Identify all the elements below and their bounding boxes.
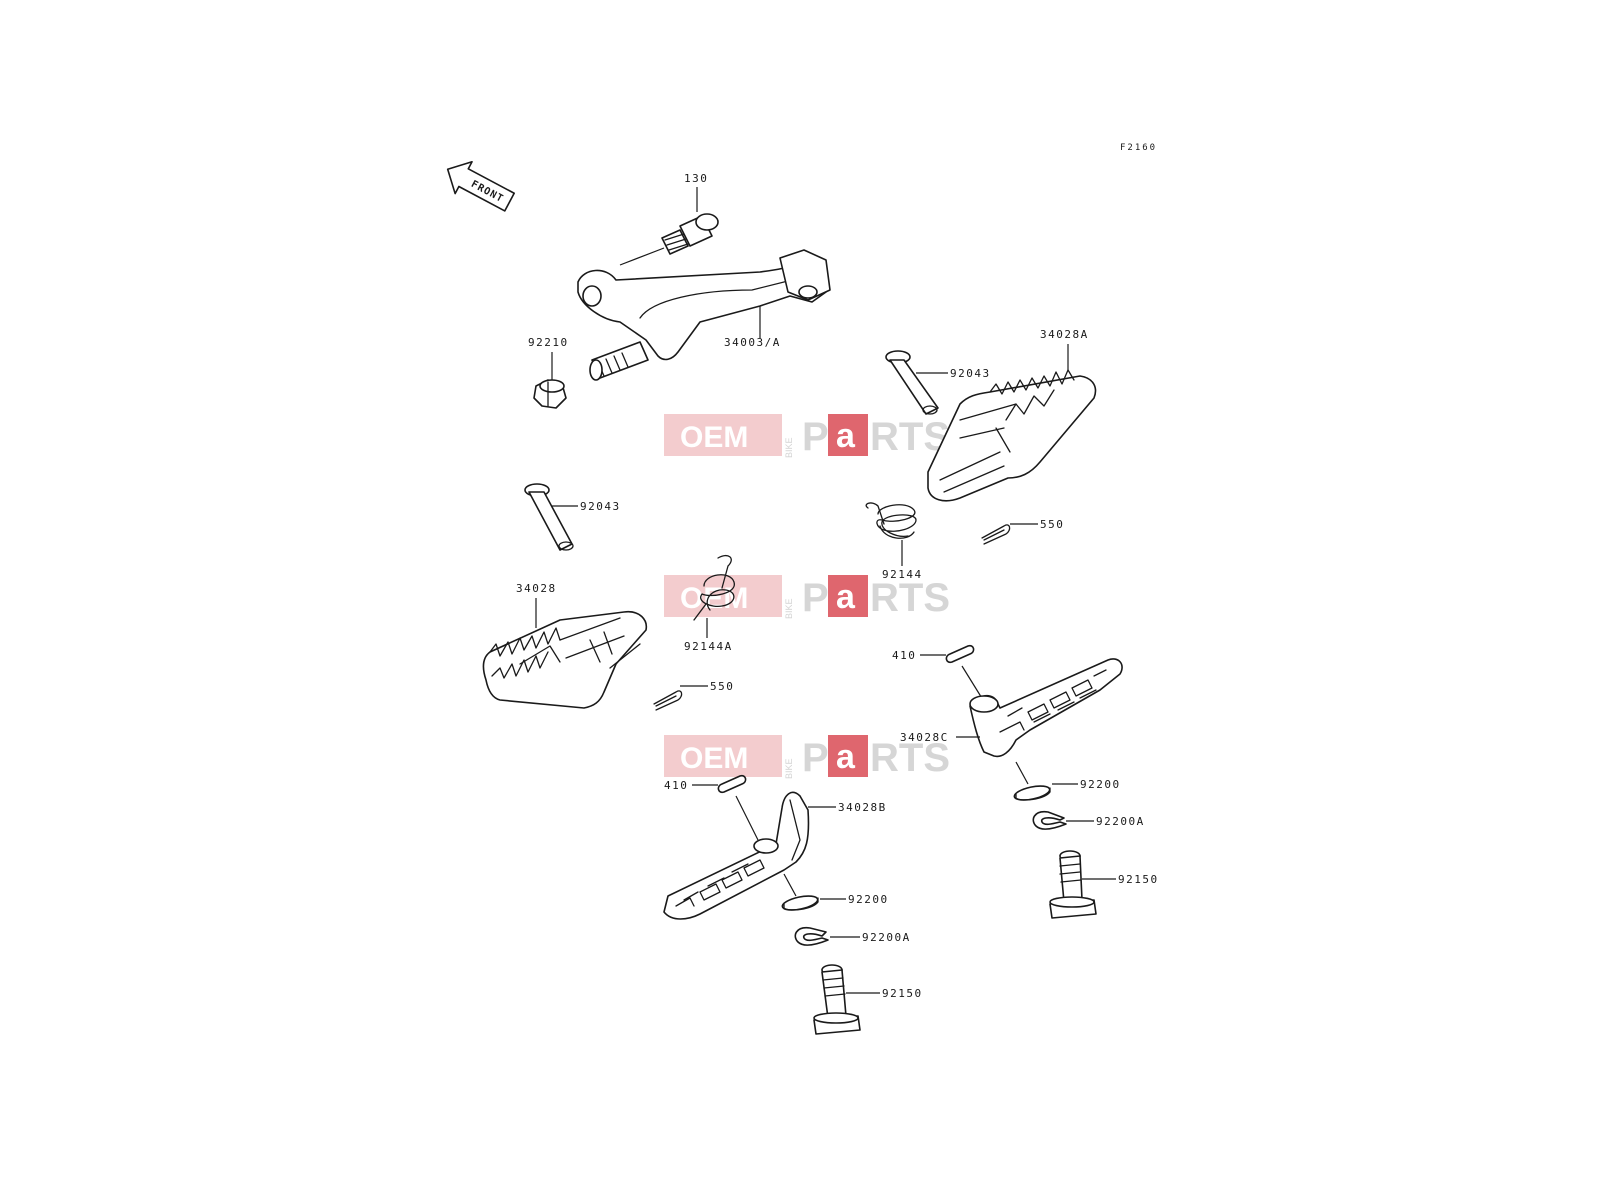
- spring-92144A: [693, 554, 735, 621]
- bolt-130: [661, 213, 719, 255]
- svg-text:a: a: [836, 578, 856, 616]
- callout-34028A: 34028A: [1040, 328, 1089, 341]
- svg-text:RTS: RTS: [870, 576, 950, 620]
- bracket-34028C: [969, 658, 1123, 758]
- callout-92210: 92210: [528, 336, 569, 349]
- nut-92210: [533, 379, 567, 409]
- svg-text:P: P: [802, 415, 829, 459]
- callout-34003-a: 34003/A: [724, 336, 781, 349]
- bracket-34028B: [663, 791, 810, 920]
- washer-410-left: [717, 774, 747, 794]
- watermark-1: OEM BIKE P a RTS: [664, 414, 950, 459]
- callout-34028B: 34028B: [838, 801, 887, 814]
- callout-92043-right: 92043: [950, 367, 991, 380]
- callout-92144A: 92144A: [684, 640, 733, 653]
- callout-92150-left: 92150: [882, 987, 923, 1000]
- washer-92200-left: [781, 895, 819, 911]
- svg-text:a: a: [836, 417, 856, 455]
- washer-410-right: [945, 644, 975, 664]
- callout-410-left: 410: [664, 779, 688, 792]
- washer-92200-right: [1013, 785, 1051, 801]
- pin-92043-left: [524, 483, 574, 551]
- front-arrow-icon: FRONT: [446, 160, 515, 212]
- svg-text:OEM: OEM: [680, 582, 748, 615]
- callout-92200-right: 92200: [1080, 778, 1121, 791]
- callout-34028C: 34028C: [900, 731, 949, 744]
- cotter-550-right: [981, 524, 1011, 545]
- footpeg-34028A: [927, 369, 1097, 502]
- svg-text:BIKE: BIKE: [784, 598, 794, 619]
- callout-410-right: 410: [892, 649, 916, 662]
- svg-text:OEM: OEM: [680, 742, 748, 775]
- callout-34028: 34028: [516, 582, 557, 595]
- callout-92150-right: 92150: [1118, 873, 1159, 886]
- callout-92144: 92144: [882, 568, 923, 581]
- callout-550-left: 550: [710, 680, 734, 693]
- pin-92043-right: [885, 350, 939, 415]
- svg-text:RTS: RTS: [870, 415, 950, 459]
- svg-text:a: a: [836, 738, 856, 776]
- pin-92150-left: [813, 964, 861, 1035]
- clip-92200A-left: [794, 926, 829, 946]
- pin-92150-right: [1049, 850, 1097, 919]
- figure-code: F2160: [1120, 143, 1157, 153]
- callout-550-right: 550: [1040, 518, 1064, 531]
- svg-text:BIKE: BIKE: [784, 437, 794, 458]
- callout-130: 130: [684, 172, 708, 185]
- spring-92144: [865, 502, 917, 539]
- svg-text:P: P: [802, 736, 829, 780]
- bracket-34003: [577, 249, 831, 381]
- callout-92200A-right: 92200A: [1096, 815, 1145, 828]
- callout-92043-left: 92043: [580, 500, 621, 513]
- footpeg-34028: [482, 610, 648, 709]
- svg-text:OEM: OEM: [680, 421, 748, 454]
- callout-92200-left: 92200: [848, 893, 889, 906]
- cotter-550-left: [653, 690, 683, 711]
- svg-text:BIKE: BIKE: [784, 758, 794, 779]
- watermark-3: OEM BIKE P a RTS: [664, 735, 950, 780]
- svg-text:RTS: RTS: [870, 736, 950, 780]
- clip-92200A-right: [1032, 810, 1067, 830]
- svg-text:P: P: [802, 576, 829, 620]
- watermark-2: OEM BIKE P a RTS: [664, 575, 950, 620]
- callout-92200A-left: 92200A: [862, 931, 911, 944]
